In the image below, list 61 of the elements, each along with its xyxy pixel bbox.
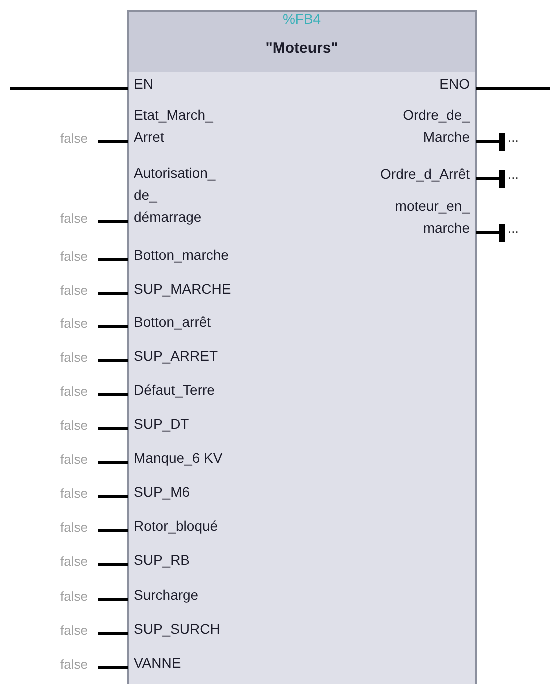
wire [476,88,550,90]
pin-label: Etat_March_ Arret [129,104,214,148]
wire [98,394,128,396]
input-value: false [40,418,98,434]
pin-label: VANNE [129,652,182,674]
wire [98,140,128,144]
input-value: false [40,211,98,227]
pin-label: Défaut_Terre [129,379,215,401]
input-value: false [40,283,98,299]
input-value: false [40,486,98,502]
unconnected-output: ... [502,167,519,183]
input-value: false [40,520,98,536]
wire [98,462,128,464]
pin-label: Surcharge [129,584,199,606]
block-address: %FB4 [282,10,322,29]
wire [10,88,128,90]
input-value: false [40,131,98,147]
input-value: false [40,350,98,366]
wire [98,428,128,430]
pin-label: Manque_6 KV [129,447,223,469]
wire [98,632,128,636]
pin-label: SUP_M6 [129,481,190,503]
wire [98,598,128,602]
pin-label: Botton_marche [129,244,229,266]
unconnected-output: ... [502,130,519,146]
function-block [127,10,477,684]
pin-label: Ordre_d_Arrêt [380,163,475,185]
pin-label: SUP_MARCHE [129,278,232,300]
input-value: false [40,249,98,265]
input-value: false [40,623,98,639]
wire [98,360,128,362]
wire [98,258,128,262]
input-value: false [40,452,98,468]
pin-label: moteur_en_ marche [395,195,475,239]
wire [98,530,128,532]
pin-label: SUP_SURCH [129,618,220,640]
pin-label: SUP_RB [129,549,190,571]
pin-label: Ordre_de_ Marche [403,104,475,148]
pin-label: Autorisation_ de_ démarrage [129,162,216,228]
pin-label: EN [129,73,154,95]
wire [98,292,128,296]
block-title: "Moteurs" [264,39,340,59]
wire [476,170,505,188]
wire [98,496,128,498]
input-value: false [40,384,98,400]
pin-label: Rotor_bloqué [129,515,218,537]
input-value: false [40,589,98,605]
input-value: false [40,316,98,332]
pin-label: Botton_arrêt [129,311,212,333]
pin-label: SUP_ARRET [129,345,218,367]
unconnected-output: ... [502,221,519,237]
wire [476,224,505,242]
input-value: false [40,657,98,673]
pin-label: ENO [440,73,475,95]
pin-label: SUP_DT [129,413,190,435]
wire [98,564,128,566]
wire [98,220,128,224]
input-value: false [40,554,98,570]
wire [98,326,128,328]
wire [476,133,505,151]
wire [98,666,128,670]
